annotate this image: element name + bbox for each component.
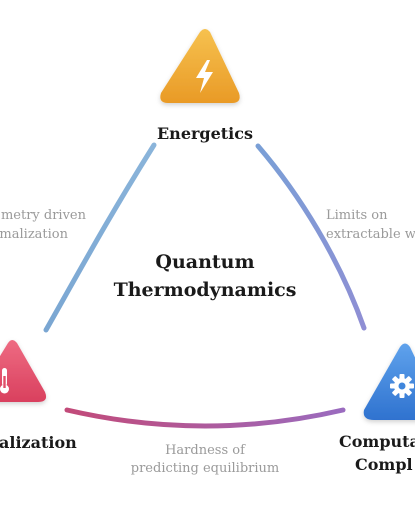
gear-icon xyxy=(390,374,414,398)
edge-energetics-thermalization xyxy=(43,142,157,333)
complexity-label-line1: Computa xyxy=(339,432,415,451)
node-energetics: Energetics xyxy=(157,29,253,143)
thermalization-label: alization xyxy=(0,433,77,452)
energetics-label: Energetics xyxy=(157,124,253,143)
complexity-label-line2: Compl xyxy=(355,455,413,474)
edge-left-label-line2: malization xyxy=(0,227,69,242)
complexity-triangle xyxy=(363,343,415,420)
energetics-triangle xyxy=(160,29,240,103)
edge-energetics-complexity xyxy=(255,143,367,331)
edge-thermalization-complexity xyxy=(64,407,346,429)
node-complexity: Computa Compl xyxy=(339,343,415,474)
lightning-bolt-icon xyxy=(196,60,213,93)
edge-bottom-label-line2: predicting equilibrium xyxy=(131,461,279,476)
edge-right-label-line1: Limits on xyxy=(326,208,388,223)
edge-bottom-label-line1: Hardness of xyxy=(165,443,246,458)
thermometer-icon xyxy=(0,368,9,394)
center-title-line2: Thermodynamics xyxy=(114,279,297,301)
edge-left-label-line1: metry driven xyxy=(1,208,87,223)
thermalization-triangle xyxy=(0,340,47,402)
center-title-line1: Quantum xyxy=(155,251,254,273)
node-thermalization: alization xyxy=(0,340,77,452)
edge-right-label-line2: extractable w xyxy=(326,227,415,242)
